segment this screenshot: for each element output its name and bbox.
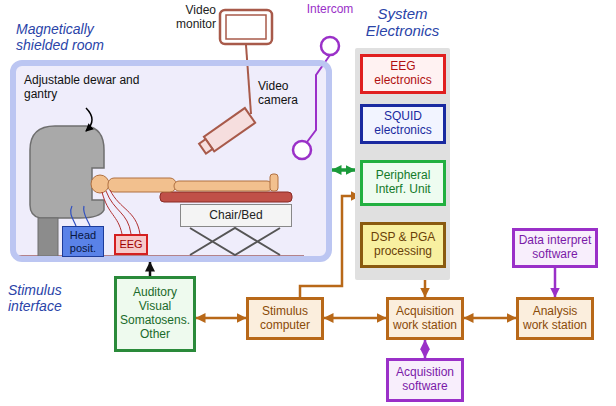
- software-box: Acquisition software: [386, 358, 464, 402]
- head-position-box: Head posit.: [62, 226, 104, 257]
- bed-mattress: [160, 192, 292, 202]
- head-position-leads: [71, 206, 90, 226]
- illustration-label: Adjustable dewar and gantry: [24, 74, 140, 102]
- box-label: EEG electronics: [366, 60, 440, 88]
- system-electronics: System ElectronicsEEG electronicsSQUID e…: [355, 2, 450, 280]
- box-label: Data interpret software: [518, 234, 592, 262]
- software-box: Data interpret software: [512, 228, 598, 268]
- connector-arrow: [332, 168, 355, 172]
- illustration-label: Video camera: [258, 80, 308, 108]
- eeg-leads: [102, 190, 140, 234]
- stimulus-box: Auditory Visual Somatosens. Other: [114, 276, 196, 352]
- video-camera: [197, 108, 255, 156]
- workstation-box: Analysis work station: [516, 297, 594, 340]
- box-label: Stimulus computer: [252, 305, 318, 333]
- eeg-box: EEG: [114, 234, 148, 255]
- section-label: Stimulus interface: [8, 282, 104, 314]
- connector-arrow: [464, 317, 516, 320]
- workstation-box: Stimulus computer: [246, 297, 324, 340]
- dsp-pga-box: DSP & PGA processing: [360, 222, 446, 268]
- box-label: Acquisition software: [392, 366, 458, 394]
- chair-bed-box: Chair/Bed: [180, 204, 292, 227]
- patient-legs: [174, 181, 272, 191]
- peripheral-unit-box: Peripheral Interf. Unit: [360, 160, 446, 206]
- camera-body: [204, 108, 255, 151]
- connector-arrow: [196, 317, 246, 320]
- box-label: Head posit.: [66, 229, 100, 254]
- box-label: EEG: [119, 238, 143, 251]
- room-ground: [13, 63, 329, 259]
- connector-arrow: [324, 317, 386, 320]
- illustration-label: Video monitor: [162, 4, 216, 32]
- connector-arrow: [554, 268, 557, 297]
- squid-electronics-box: SQUID electronics: [360, 104, 446, 144]
- box-label: Analysis work station: [522, 305, 588, 333]
- monitor-screen: [226, 15, 266, 39]
- bed-scissor-lift: [190, 228, 280, 255]
- patient-head: [91, 175, 109, 193]
- shielded-room: Magnetically shielded roomHead posit. EEG…: [10, 18, 332, 262]
- intercom-outside: [321, 37, 339, 55]
- box-label: SQUID electronics: [366, 110, 440, 138]
- camera-lens: [199, 139, 212, 153]
- workstation-box: Acquisition work station: [386, 297, 464, 340]
- group-heading: System Electronics: [355, 2, 450, 40]
- intercom-inside: [293, 141, 311, 159]
- box-label: Acquisition work station: [392, 305, 458, 333]
- group-heading: Magnetically shielded room: [16, 18, 136, 53]
- box-label: DSP & PGA processing: [366, 231, 440, 259]
- illustration-label: Intercom: [300, 3, 360, 17]
- gantry-pedestal: [38, 218, 58, 256]
- box-label: Chair/Bed: [184, 209, 288, 223]
- box-label: Peripheral Interf. Unit: [366, 169, 440, 197]
- video-monitor: [220, 10, 272, 44]
- dewar-gantry: [30, 126, 104, 218]
- box-label: Auditory Visual Somatosens. Other: [120, 286, 190, 341]
- patient-feet: [270, 174, 278, 191]
- dewar-pointer: [86, 108, 92, 131]
- eeg-electronics-box: EEG electronics: [360, 54, 446, 94]
- connector-arrow: [149, 262, 152, 276]
- connector-arrow: [424, 340, 427, 358]
- patient-torso: [108, 178, 176, 192]
- video-cable: [246, 45, 251, 114]
